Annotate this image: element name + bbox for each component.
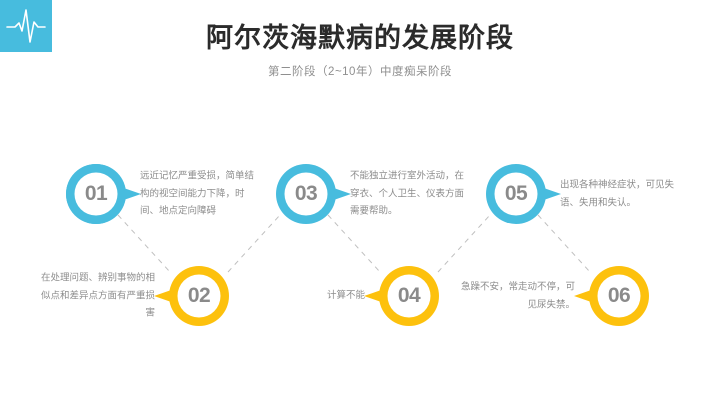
stage-text-01: 远近记忆严重受损，简单结构的视空间能力下降，时间、地点定向障碍 [140,170,255,217]
stage-number-01: 01 [84,182,108,205]
stage-marker-05[interactable]: 05 [485,163,561,225]
stage-marker-06[interactable]: 06 [574,265,650,327]
connector-03-04 [327,214,381,273]
connector-02-03 [227,214,281,273]
stage-text-05: 出现各种神经症状，可见失语、失用和失认。 [560,179,675,208]
stage-marker-01[interactable]: 01 [65,163,141,225]
stage-marker-02[interactable]: 02 [154,265,230,327]
connector-04-05 [437,214,491,273]
stage-text-06: 急躁不安，常走动不停，可见尿失禁。 [460,281,575,310]
stage-number-02: 02 [187,284,211,307]
logo-badge [0,0,52,52]
stage-number-05: 05 [504,182,528,205]
stage-marker-03[interactable]: 03 [275,163,351,225]
stage-text-03: 不能独立进行室外活动，在穿衣、个人卫生、仪表方面需要帮助。 [350,170,465,217]
connector-05-06 [537,214,591,273]
connector-01-02 [117,214,171,273]
stage-number-04: 04 [397,284,421,307]
heartbeat-ecg-icon [0,0,52,52]
stage-text-02: 在处理问题、辨别事物的相似点和差异点方面有严重损害 [40,272,155,319]
stage-marker-04[interactable]: 04 [364,265,440,327]
stage-number-06: 06 [607,284,631,307]
stage-text-04: 计算不能 [326,290,365,302]
stage-number-03: 03 [294,182,318,205]
